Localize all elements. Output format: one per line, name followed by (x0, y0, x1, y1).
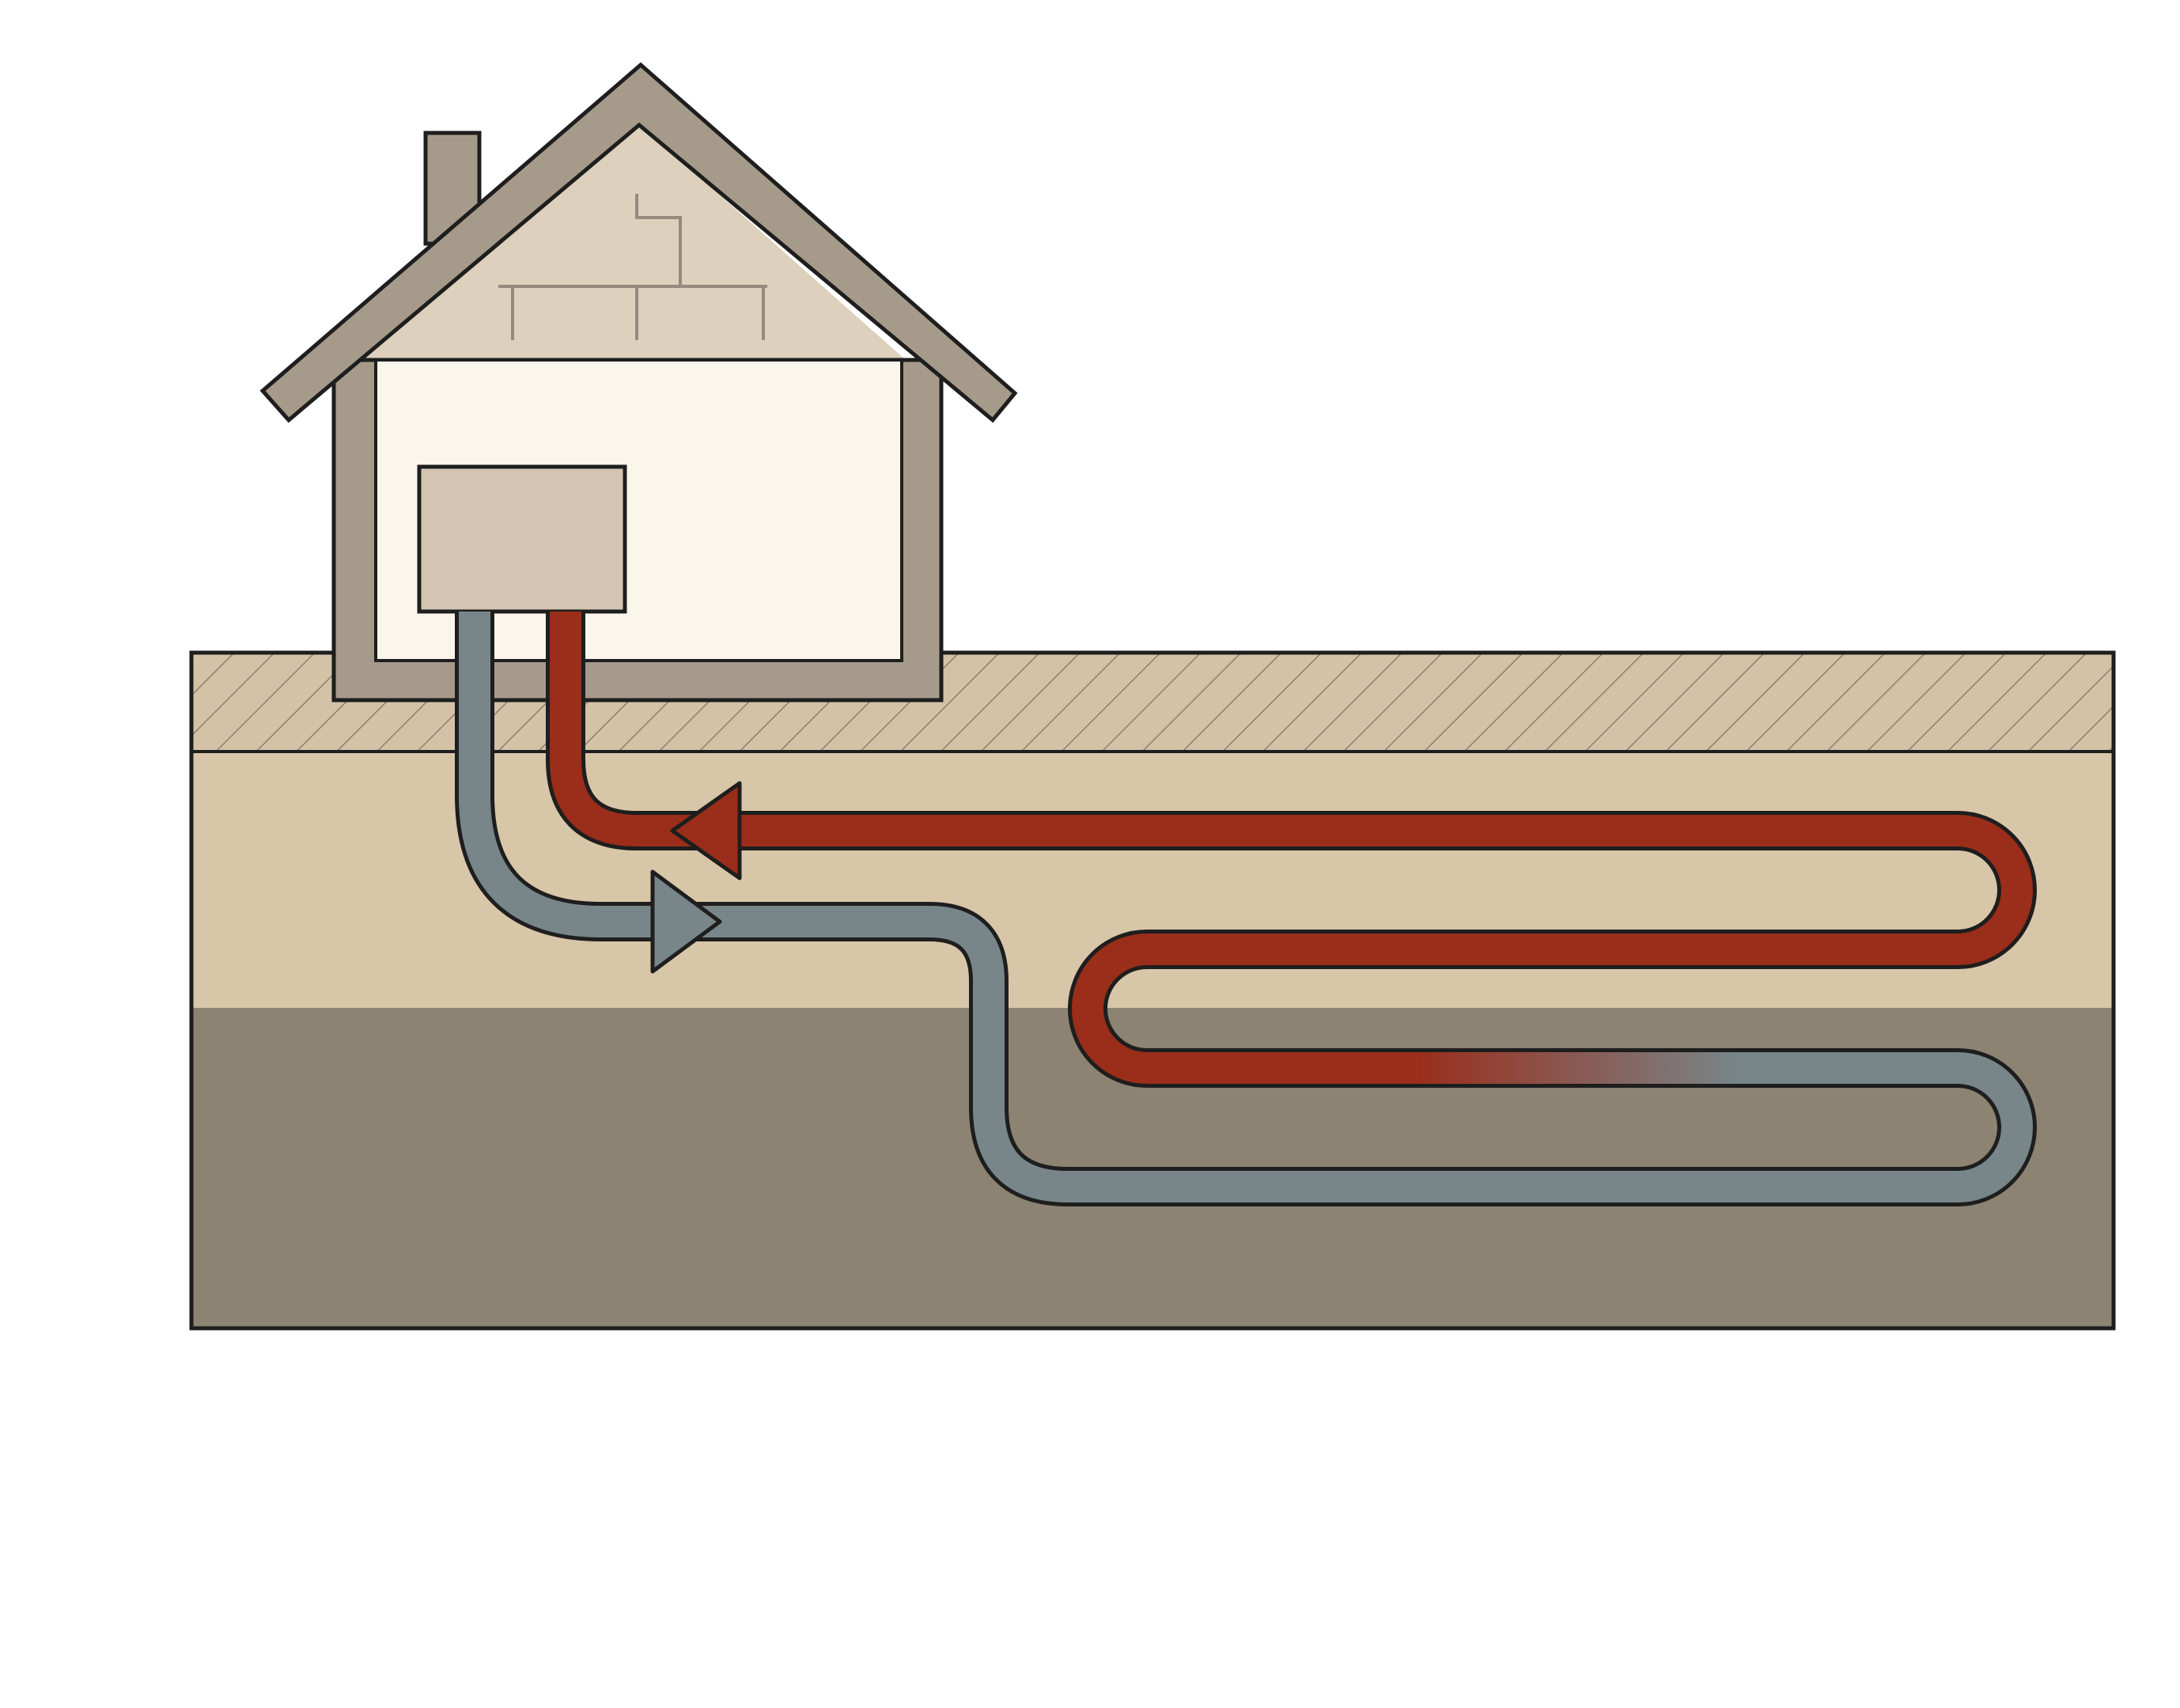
cool-pipe (459, 612, 2033, 1202)
heat-pump-icon (417, 464, 627, 614)
warm-pipe (550, 612, 2033, 1084)
house-roof (259, 62, 1018, 423)
house-icon (259, 62, 1018, 703)
brick-pattern (498, 194, 767, 340)
ground-loop (455, 612, 2037, 1206)
arrow-right-icon (650, 869, 722, 974)
ground-outline (189, 650, 2116, 1331)
arrow-left-icon (670, 781, 742, 881)
